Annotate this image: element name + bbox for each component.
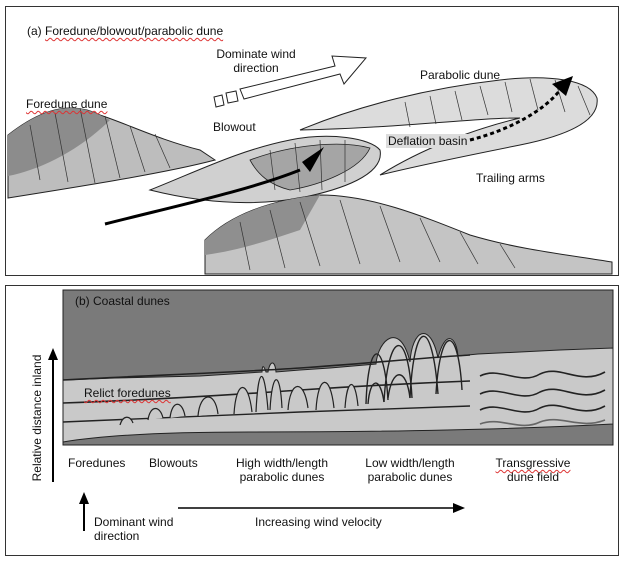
dominant-wind-line2: direction bbox=[94, 529, 140, 543]
low-parabolic-dunes bbox=[365, 335, 463, 405]
dominant-wind-arrowhead bbox=[79, 492, 89, 504]
lower-dune-hatching bbox=[239, 199, 516, 271]
trailing-arms-label: Trailing arms bbox=[476, 171, 545, 185]
wind-direction-arrow bbox=[213, 55, 368, 108]
stage-low-line2: parabolic dunes bbox=[367, 470, 453, 484]
y-axis-label: Relative distance inland bbox=[30, 354, 44, 482]
parabolic-dune bbox=[299, 77, 598, 176]
foredune-dune-label: Foredune dune bbox=[26, 97, 108, 111]
stage-high-line1: High width/length bbox=[235, 456, 329, 470]
foredune-hatching bbox=[29, 107, 171, 184]
stage-blowouts: Blowouts bbox=[149, 456, 198, 470]
stage-low-line1: Low width/length bbox=[365, 456, 455, 470]
dominant-wind-label: Dominant wind direction bbox=[94, 515, 173, 543]
velocity-label: Increasing wind velocity bbox=[255, 515, 382, 529]
blowout-label: Blowout bbox=[213, 120, 256, 134]
blowout-flow-arrow bbox=[104, 168, 301, 226]
stage-high-line2: parabolic dunes bbox=[239, 470, 325, 484]
stage-transgressive: Transgressive dune field bbox=[478, 456, 588, 484]
stage-trans-line1: Transgressive bbox=[495, 456, 571, 470]
parabolic-dune-label: Parabolic dune bbox=[420, 68, 501, 82]
relict-foredunes-label: Relict foredunes bbox=[84, 386, 171, 400]
parabolic-hatching bbox=[404, 78, 591, 128]
transgressive-waves bbox=[479, 370, 606, 427]
relict-foredune-line-3 bbox=[62, 405, 471, 423]
deflation-dotted-arrow bbox=[469, 89, 562, 142]
wind-direction-label: Dominate wind direction bbox=[196, 47, 316, 75]
panel-a-title-main: Foredune/blowout/parabolic dune bbox=[45, 24, 224, 38]
stage-trans-line2: dune field bbox=[506, 470, 560, 484]
y-axis-arrowhead bbox=[48, 348, 58, 360]
wind-direction-line1: Dominate wind bbox=[216, 47, 296, 61]
velocity-arrowhead bbox=[453, 503, 465, 513]
stage-foredunes: Foredunes bbox=[68, 456, 126, 470]
foredune-shade bbox=[8, 107, 110, 176]
stage-high-parabolic: High width/length parabolic dunes bbox=[222, 456, 342, 484]
panel-a-title: (a) Foredune/blowout/parabolic dune bbox=[27, 24, 223, 38]
stage-low-parabolic: Low width/length parabolic dunes bbox=[350, 456, 470, 484]
wind-direction-line2: direction bbox=[233, 61, 279, 75]
deflation-dotted-arrowhead bbox=[552, 76, 573, 96]
blowout-hatching bbox=[269, 139, 346, 193]
panel-a-title-prefix: (a) bbox=[27, 24, 45, 38]
lower-dune-shade bbox=[205, 195, 320, 255]
relict-foredunes-text: Relict foredunes bbox=[84, 386, 171, 400]
dominant-wind-line1: Dominant wind bbox=[94, 515, 174, 529]
relict-foredune-line-1 bbox=[62, 354, 471, 381]
panel-b-title: (b) Coastal dunes bbox=[75, 294, 170, 308]
blowout-bumps bbox=[119, 396, 219, 426]
deflation-basin-label: Deflation basin bbox=[386, 134, 470, 148]
blowout-flow-arrowhead bbox=[302, 147, 324, 172]
high-parabolic-dunes bbox=[233, 375, 359, 415]
